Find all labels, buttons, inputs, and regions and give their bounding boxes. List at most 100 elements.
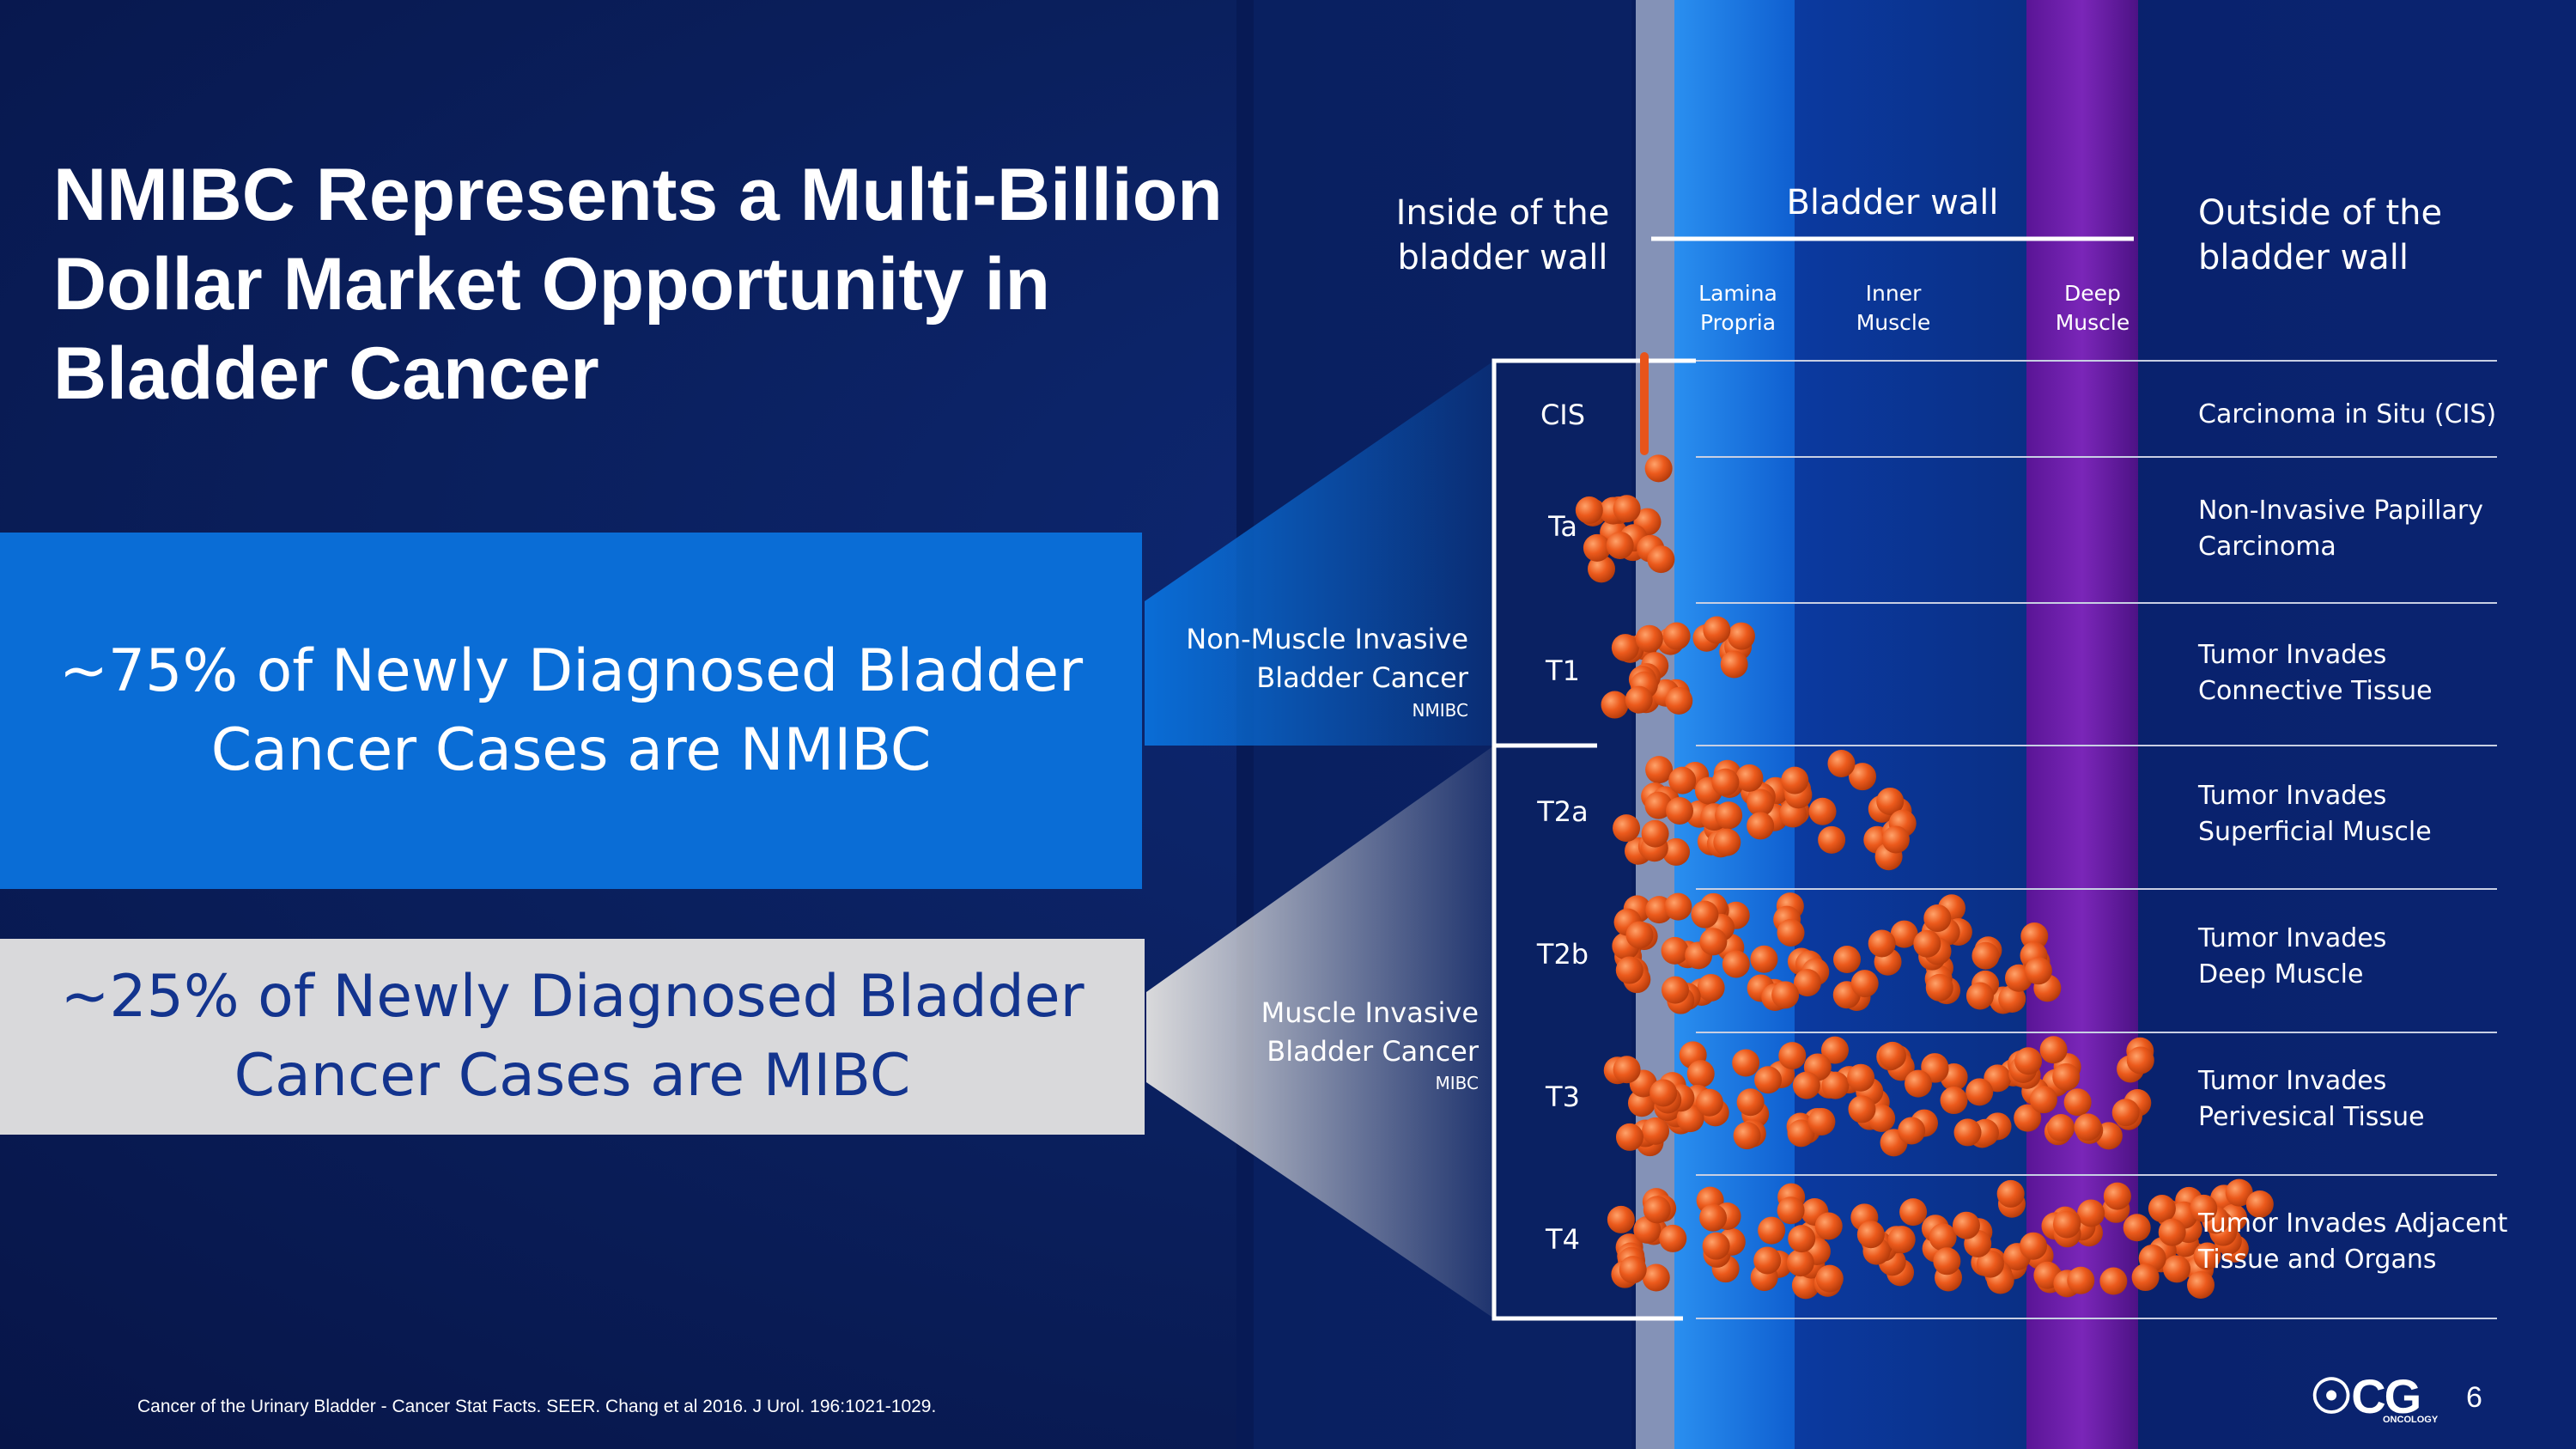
- stage-desc-ta-line1: Non-Invasive Papillary: [2198, 496, 2483, 526]
- tumor-cell: [1613, 1056, 1641, 1084]
- tumor-cell: [1676, 1105, 1704, 1133]
- tumor-clusters: [1575, 454, 2274, 1300]
- tumor-cell: [1899, 1198, 1928, 1227]
- tumor-cell: [1849, 763, 1877, 791]
- tumor-cell: [1777, 918, 1805, 947]
- tumor-cell: [1753, 1246, 1782, 1275]
- nmibc-abbr: NMIBC: [1413, 700, 1468, 721]
- tumor-cell: [1940, 1087, 1968, 1115]
- page-number: 6: [2466, 1381, 2482, 1414]
- tumor-cell: [1998, 984, 2026, 1013]
- tumor-cell: [2063, 1088, 2092, 1117]
- tumor-cell: [1686, 1060, 1715, 1088]
- tumor-cell: [1647, 545, 1675, 574]
- tumor-cell: [1643, 1196, 1671, 1224]
- stage-desc-t3-line1: Tumor Invades: [2197, 1066, 2386, 1096]
- tumor-cell: [1641, 819, 1669, 848]
- tumor-cell: [1711, 768, 1740, 796]
- tumor-cell: [1659, 1224, 1687, 1252]
- tumor-cell: [2131, 1263, 2160, 1292]
- lamina-label-1: Lamina: [1698, 281, 1777, 306]
- tumor-cell: [1754, 1066, 1783, 1094]
- tumor-cell: [1881, 825, 1910, 854]
- tumor-cell: [1965, 1078, 1994, 1106]
- tumor-cell: [2193, 1242, 2221, 1270]
- tumor-cell: [1856, 1221, 1885, 1249]
- row-separators: [1696, 360, 2497, 1319]
- inner-muscle-label-1: Inner: [1866, 281, 1922, 306]
- tumor-cell: [1606, 531, 1634, 559]
- tumor-cell: [2020, 922, 2049, 951]
- tumor-cell: [1925, 973, 1953, 1002]
- mibc-label-1: Muscle Invasive: [1261, 996, 1479, 1029]
- tumor-cell: [1668, 766, 1697, 795]
- tumor-cell: [1793, 969, 1821, 997]
- tumor-cell: [1833, 946, 1862, 974]
- tumor-cell: [1965, 982, 1994, 1010]
- tumor-cell: [1645, 756, 1674, 784]
- tumor-cell: [1808, 797, 1837, 825]
- tumor-cell: [1781, 766, 1809, 795]
- slide-title: NMIBC Represents a Multi-Billion Dollar …: [53, 154, 1223, 415]
- deep-muscle-label-1: Deep: [2064, 281, 2121, 306]
- logo-name: CG: [2351, 1369, 2421, 1423]
- tumor-cell: [1898, 1117, 1926, 1145]
- tumor-cell: [2111, 1099, 2140, 1127]
- tumor-cell: [2039, 1036, 2068, 1064]
- tumor-cell: [1815, 1264, 1844, 1293]
- tumor-cell: [1887, 1226, 1916, 1254]
- tumor-cell: [1933, 1247, 1961, 1275]
- tumor-cell: [1747, 788, 1775, 817]
- tumor-cell: [1827, 750, 1856, 778]
- tumor-cell: [1720, 650, 1748, 679]
- stage-desc-t1-line2: Connective Tissue: [2198, 676, 2433, 706]
- tumor-cell: [1699, 928, 1728, 956]
- stage-bracket: [1492, 358, 1696, 1321]
- tumor-cell: [1821, 1071, 1850, 1099]
- tumor-cell: [1661, 936, 1689, 965]
- inside-label-1: Inside of the: [1396, 193, 1610, 233]
- tumor-cell: [2103, 1182, 2131, 1210]
- tumor-cell: [1691, 900, 1719, 928]
- tumor-cell: [1583, 533, 1611, 562]
- tumor-cell: [1635, 624, 1663, 653]
- tumor-cell: [1750, 945, 1778, 973]
- tumor-cell: [1703, 616, 1731, 644]
- tumor-cell: [1820, 1036, 1849, 1064]
- tumor-cell: [1758, 1216, 1786, 1245]
- nmibc-label-2: Bladder Cancer: [1256, 661, 1469, 694]
- tumor-cell: [1697, 973, 1725, 1002]
- stage-code-ta: Ta: [1547, 510, 1577, 543]
- tumor-cell: [1642, 1263, 1670, 1292]
- tumor-cell: [2067, 1266, 2095, 1294]
- stage-desc-t4-line1: Tumor Invades Adjacent: [2197, 1209, 2508, 1239]
- tumor-cell: [1996, 1179, 2025, 1208]
- tumor-cell: [1818, 825, 1846, 854]
- tumor-cell: [2148, 1195, 2176, 1223]
- tumor-cell: [2123, 1214, 2151, 1242]
- cis-tumor: [1640, 352, 1649, 455]
- tumor-cell: [2245, 1190, 2274, 1218]
- tumor-cell: [2158, 1218, 2186, 1246]
- tumor-cell: [1727, 622, 1755, 650]
- tumor-cell: [1747, 812, 1775, 840]
- tumor-cell: [1976, 1250, 2004, 1278]
- tumor-cell: [1615, 956, 1643, 984]
- tumor-t1: [1601, 616, 1755, 719]
- nmibc-percentage-text: ~75% of Newly Diagnosed Bladder Cancer C…: [58, 636, 1084, 784]
- tumor-cell: [1627, 1089, 1656, 1117]
- tumor-cell: [1732, 1049, 1760, 1077]
- tumor-cell: [1611, 634, 1639, 662]
- footnote: Cancer of the Urinary Bladder - Cancer S…: [137, 1397, 937, 1416]
- tumor-cell: [1661, 976, 1689, 1004]
- tumor-cell: [2099, 1267, 2128, 1295]
- tumor-cell: [1807, 1107, 1836, 1135]
- tumor-cell: [2190, 1194, 2218, 1222]
- nmibc-label-1: Non-Muscle Invasive: [1186, 623, 1468, 655]
- mibc-abbr: MIBC: [1436, 1073, 1479, 1093]
- tumor-cell: [1890, 920, 1918, 948]
- stage-code-t2a: T2a: [1536, 795, 1589, 828]
- tumor-cell: [1649, 1079, 1678, 1107]
- tumor-cell: [1868, 929, 1896, 958]
